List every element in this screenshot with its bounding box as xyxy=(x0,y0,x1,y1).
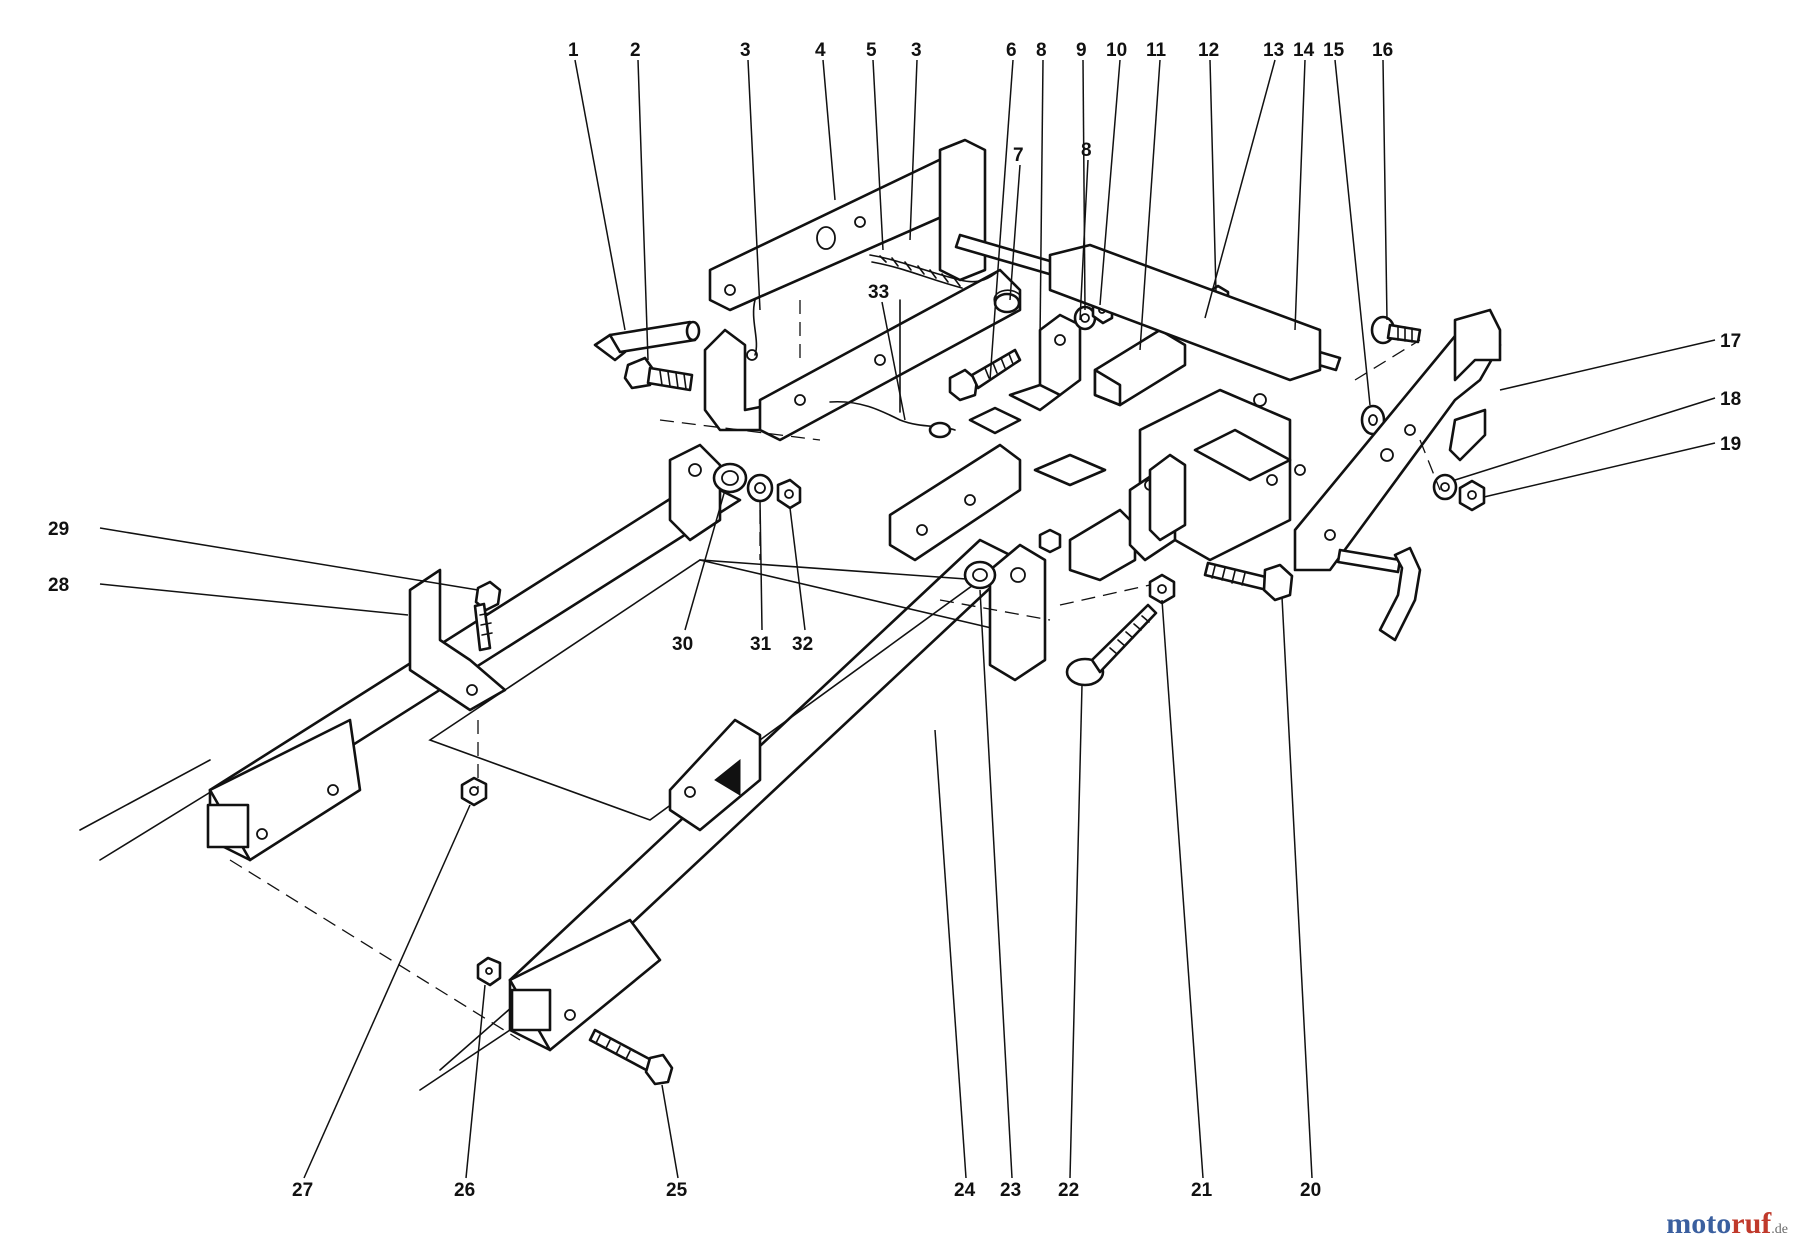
label-part-32: 32 xyxy=(792,634,813,655)
bolt-part-16 xyxy=(1370,315,1422,345)
assembly-guide-lines xyxy=(229,300,1441,1041)
label-part-22: 22 xyxy=(1058,1180,1079,1201)
chain-part-5 xyxy=(869,254,1001,289)
label-part-29: 29 xyxy=(48,519,69,540)
washer-part-18 xyxy=(1432,473,1458,501)
watermark-part-2: ruf xyxy=(1731,1207,1772,1240)
bushing-part-23 xyxy=(963,560,997,590)
nut-part-32 xyxy=(776,478,802,510)
watermark-part-1: moto xyxy=(1666,1207,1732,1240)
nut-part-27 xyxy=(460,776,488,807)
label-part-12: 12 xyxy=(1198,40,1219,61)
label-part-13: 13 xyxy=(1263,40,1284,61)
leader-lines xyxy=(99,59,1716,1179)
label-part-24: 24 xyxy=(954,1180,976,1201)
label-part-16: 16 xyxy=(1372,40,1393,61)
bracket-part-8 xyxy=(1008,313,1082,412)
pivot-plate-right xyxy=(988,543,1047,682)
label-part-7: 7 xyxy=(1013,145,1024,166)
label-part-1: 1 xyxy=(568,40,579,61)
label-part-3: 3 xyxy=(740,40,751,61)
label-part-28: 28 xyxy=(48,575,69,596)
frame-sleeve-left xyxy=(206,718,362,862)
nut-part-21 xyxy=(1148,573,1176,605)
watermark-part-3: .de xyxy=(1771,1222,1788,1237)
label-part-6: 6 xyxy=(1006,40,1017,61)
label-part-33: 33 xyxy=(868,282,889,303)
bushing-part-30 xyxy=(712,462,748,494)
site-watermark-logo: motoruf.de xyxy=(1666,1207,1788,1241)
nut-center xyxy=(1038,528,1062,554)
pivot-plate-left xyxy=(668,443,722,542)
label-part-9: 9 xyxy=(1076,40,1087,61)
label-part-18: 18 xyxy=(1720,389,1741,410)
hitch-plate-part-4 xyxy=(708,138,987,312)
label-part-23: 23 xyxy=(1000,1180,1021,1201)
nut-part-26 xyxy=(476,956,502,987)
label-part-5: 5 xyxy=(866,40,877,61)
bolt-part-20 xyxy=(1203,561,1294,602)
bolt-part-6 xyxy=(948,348,1022,402)
crank-pin-right xyxy=(1336,546,1422,642)
label-part-2: 2 xyxy=(630,40,641,61)
label-part-4: 4 xyxy=(815,40,826,61)
label-part-10: 10 xyxy=(1106,40,1127,61)
part-labels: 1 2 3 4 5 3 6 7 8 8 9 10 11 12 13 14 15 … xyxy=(48,40,1741,1201)
label-part-19: 19 xyxy=(1720,434,1741,455)
label-part-8b: 8 xyxy=(1081,140,1092,161)
label-part-17: 17 xyxy=(1720,331,1741,352)
label-part-11: 11 xyxy=(1146,40,1167,61)
nut-part-19 xyxy=(1458,479,1486,512)
label-part-31: 31 xyxy=(750,634,772,655)
bolt-part-2 xyxy=(623,356,694,392)
label-part-14: 14 xyxy=(1293,40,1315,61)
label-part-20: 20 xyxy=(1300,1180,1321,1201)
side-plate-part-17 xyxy=(1293,308,1502,572)
label-part-30: 30 xyxy=(672,634,693,655)
lever-arm-assembly xyxy=(888,443,1187,582)
bolt-part-29 xyxy=(473,580,502,652)
bolt-part-22 xyxy=(1065,603,1158,687)
label-part-8: 8 xyxy=(1036,40,1047,61)
hitch-pin-part-1 xyxy=(593,320,701,362)
washer-part-31 xyxy=(746,473,774,503)
label-part-26: 26 xyxy=(454,1180,475,1201)
bolt-part-25 xyxy=(588,1028,674,1086)
label-part-25: 25 xyxy=(666,1180,688,1201)
label-part-27: 27 xyxy=(292,1180,313,1201)
label-part-3b: 3 xyxy=(911,40,922,61)
pad-plate-center xyxy=(968,406,1107,544)
label-part-21: 21 xyxy=(1191,1180,1213,1201)
frame-sleeve-right xyxy=(508,918,662,1052)
bracket-part-28 xyxy=(408,568,507,712)
bracket-small-right xyxy=(668,718,762,832)
label-part-15: 15 xyxy=(1323,40,1345,61)
